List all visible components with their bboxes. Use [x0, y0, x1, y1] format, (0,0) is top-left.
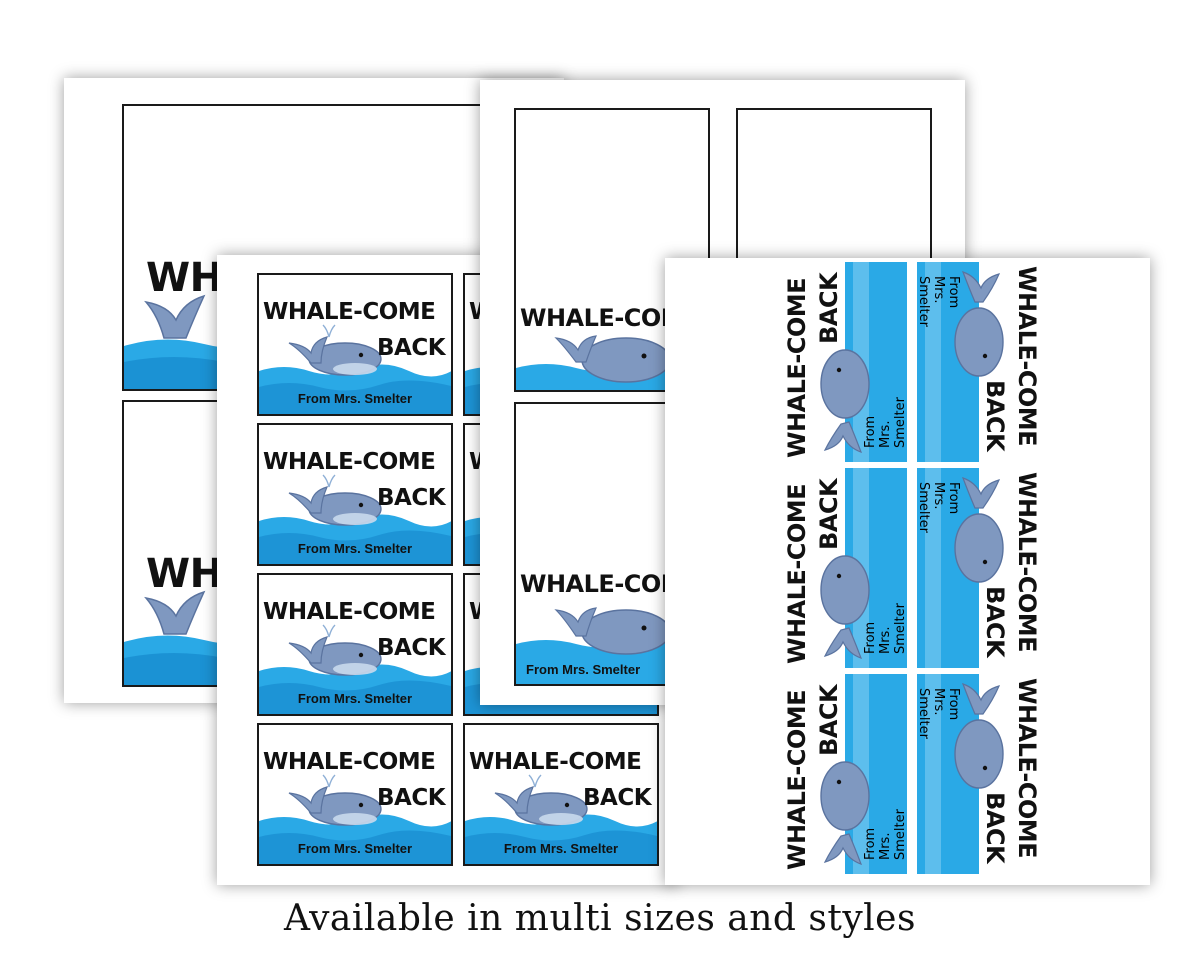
whale-illustration — [465, 774, 657, 864]
tag-title-line2: BACK — [377, 485, 446, 511]
tag-card: WHALE-COME BACK From Mrs. Smelter — [257, 723, 453, 866]
tag-from-text: From Mrs. Smelter — [297, 541, 413, 556]
whale-illustration — [820, 674, 907, 874]
tag-title-line1: WHALE-COME — [1013, 678, 1041, 859]
tag-title-line1: WHALE-COME — [1013, 472, 1041, 653]
tag-title-line1: WHALE-COME — [263, 449, 436, 475]
whale-illustration — [516, 607, 708, 684]
tag-title-line1: WHALE-COME — [783, 483, 811, 664]
tag-title-line1: WHALE-COME — [263, 599, 436, 625]
tag-title-line2: BACK — [815, 272, 843, 344]
tag-card: WHALE-COME BACK From Mrs. Smelter — [257, 573, 453, 716]
tag-from-text: From Mrs. Smelter — [297, 391, 413, 406]
tag-from-text: From Mrs. Smelter — [917, 482, 961, 533]
tag-title-line2: BACK — [981, 380, 1009, 452]
whale-illustration — [516, 335, 708, 390]
caption: Available in multi sizes and styles — [284, 898, 916, 939]
tag-title-line1: WHALE-COME — [783, 689, 811, 870]
tag-card: WHALE-COME BACK From Mrs. Smelter — [257, 273, 453, 416]
tag-from-text: From Mrs. Smelter — [863, 397, 907, 448]
tag-title-line2: BACK — [981, 586, 1009, 658]
tag-title-line1: WHALE-COME — [1013, 266, 1041, 447]
whale-illustration — [917, 262, 1004, 462]
tag-title-line2: BACK — [377, 635, 446, 661]
tag-title-line2: BACK — [981, 792, 1009, 864]
whale-illustration — [820, 468, 907, 668]
tag-from-text: From Mrs. Smelter — [917, 276, 961, 327]
whale-illustration — [259, 474, 451, 564]
tag-title-line1: WHALE-COME — [263, 749, 436, 775]
tag-from-text: From Mrs. Smelter — [297, 691, 413, 706]
tag-title-line2: BACK — [815, 684, 843, 756]
tag-card: WHALE-COME BACK From Mrs. Smelter — [257, 423, 453, 566]
tag-title-line1: WHALE-COME — [263, 299, 436, 325]
tag-from-text: From Mrs. Smelter — [863, 809, 907, 860]
whale-illustration — [917, 674, 1004, 874]
tag-from-text: From Mrs. Smelter — [297, 841, 413, 856]
whale-illustration — [820, 262, 907, 462]
whale-illustration — [917, 468, 1004, 668]
whale-illustration — [259, 624, 451, 714]
tag-from-text: From Mrs. Smelter — [863, 603, 907, 654]
tag-title-line1: WHALE-COME — [469, 749, 642, 775]
tag-title-line1: WHALE-COME — [783, 277, 811, 458]
tag-from-text: From Mrs. Smelter — [503, 841, 619, 856]
tag-title-line2: BACK — [583, 785, 652, 811]
whale-illustration — [259, 324, 451, 414]
whale-illustration — [259, 774, 451, 864]
tag-title-line2: BACK — [377, 785, 446, 811]
tag-card: WHALE-COME BACK From Mrs. Smelter — [463, 723, 659, 866]
tag-title-line2: BACK — [815, 478, 843, 550]
tag-title-line2: BACK — [377, 335, 446, 361]
tag-from-text: From Mrs. Smelter — [917, 688, 961, 739]
tag-from-text: From Mrs. Smelter — [526, 662, 641, 677]
